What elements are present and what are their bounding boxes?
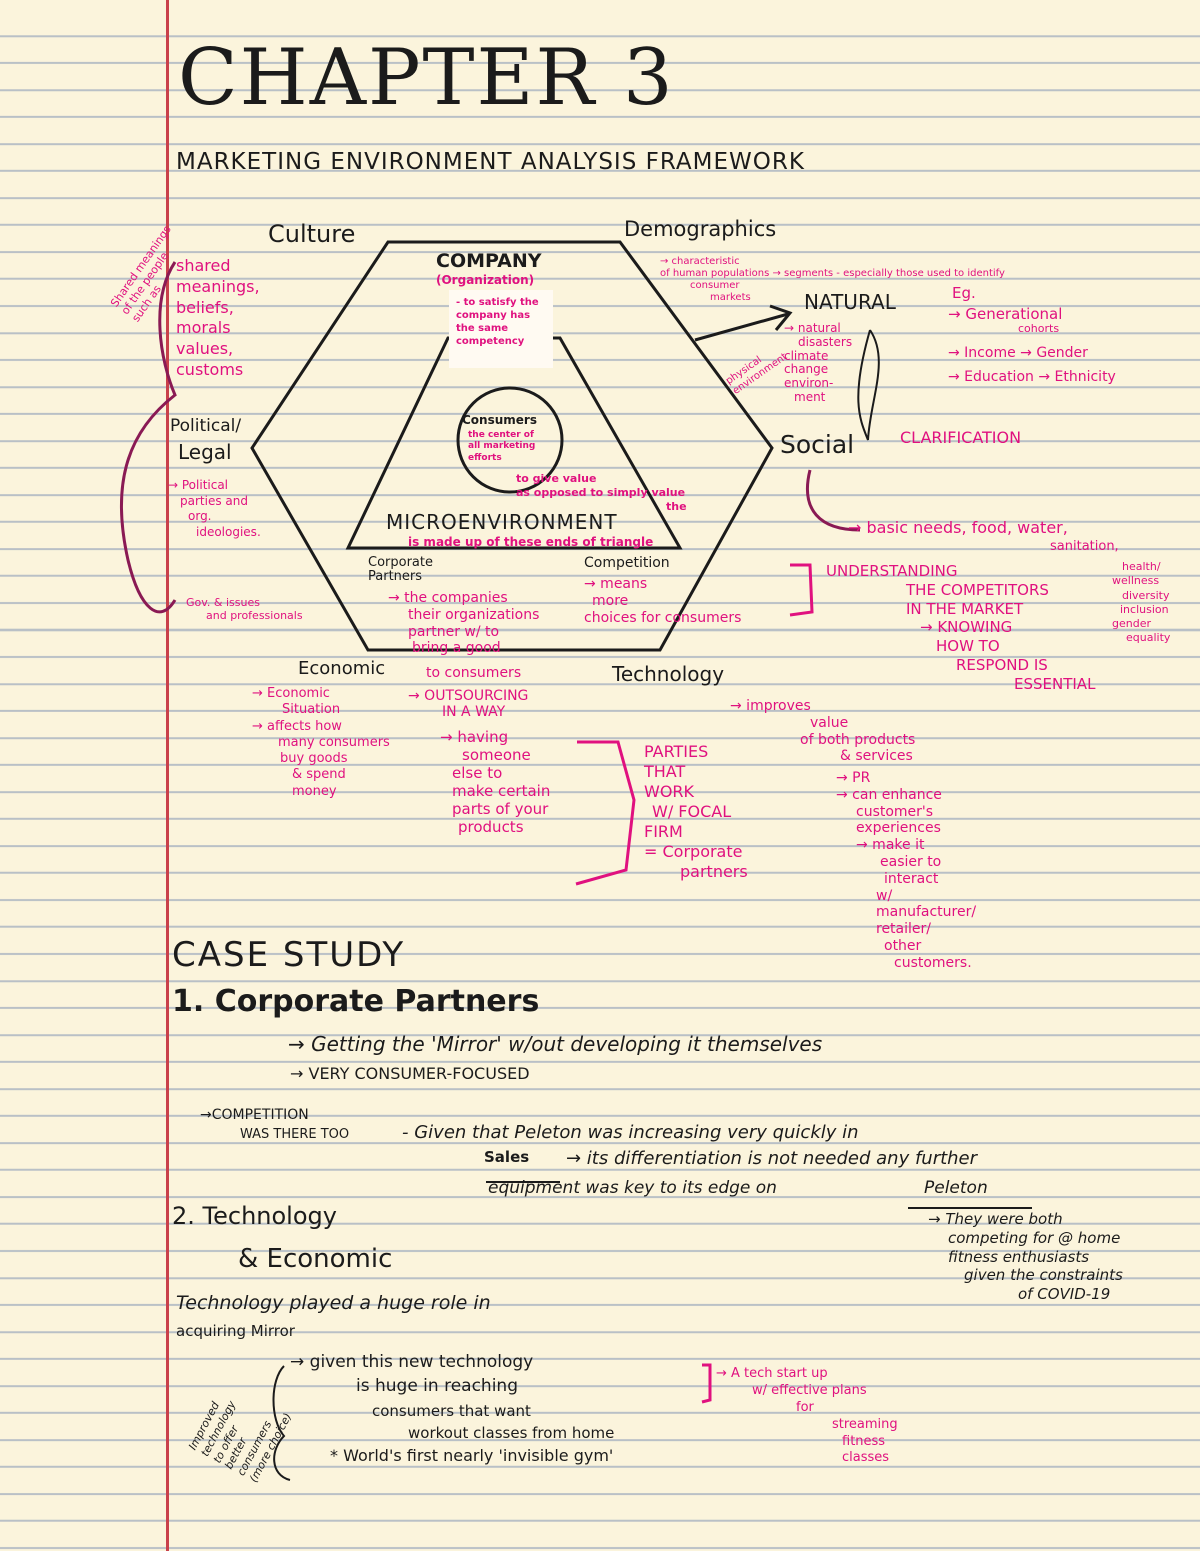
label-competition: Competition xyxy=(584,555,670,571)
case-item2-given-tech: → given this new technology xyxy=(290,1352,534,1372)
company-sticky-note xyxy=(449,290,553,368)
case-item1-line2: → VERY CONSUMER-FOCUSED xyxy=(290,1064,530,1083)
case-item2-played: Technology played a huge role in xyxy=(176,1292,491,1314)
label-demographics: Demographics xyxy=(624,217,777,241)
label-political: Political/ xyxy=(170,416,242,436)
case-item2-acquiring: acquiring Mirror xyxy=(176,1322,295,1340)
demographics-income-gender: → Income → Gender xyxy=(948,345,1088,361)
page-title: CHAPTER 3 xyxy=(178,33,675,123)
case-study-heading: CASE STUDY xyxy=(172,935,406,975)
case-item2-consumers-that: consumers that want xyxy=(372,1402,531,1420)
label-social: Social xyxy=(780,430,855,459)
case-item1-sales: Sales xyxy=(484,1148,530,1166)
label-legal: Legal xyxy=(178,440,232,464)
label-company: COMPANY xyxy=(436,250,542,272)
case-item1-given: - Given that Peleton was increasing very… xyxy=(402,1122,859,1143)
demographics-eg: Eg. xyxy=(952,284,976,302)
case-item2-label: 2. Technology xyxy=(172,1202,337,1230)
case-item1-line1: → Getting the 'Mirror' w/out developing … xyxy=(288,1032,823,1056)
demographics-education-ethnicity: → Education → Ethnicity xyxy=(948,369,1116,385)
label-technology: Technology xyxy=(612,662,725,686)
case-item1-competition: →COMPETITION xyxy=(200,1107,309,1123)
case-item2-economic: & Economic xyxy=(238,1244,393,1274)
micro-note: is made up of these ends of triangle xyxy=(408,535,654,549)
label-consumers: Consumers xyxy=(462,413,537,427)
to-consumers-note: to consumers xyxy=(426,665,522,681)
social-clarification: CLARIFICATION xyxy=(900,428,1022,447)
case-item2-workout: workout classes from home xyxy=(408,1424,615,1442)
social-sanitation: sanitation, xyxy=(1050,539,1119,554)
page-subtitle: MARKETING ENVIRONMENT ANALYSIS FRAMEWORK xyxy=(176,149,805,175)
label-microenvironment: MICROENVIRONMENT xyxy=(386,510,618,534)
case-item1-was-there: WAS THERE TOO xyxy=(240,1127,350,1142)
case-item2-is-huge: is huge in reaching xyxy=(356,1376,518,1396)
case-item1-peleton: Peleton xyxy=(924,1178,988,1198)
social-needs: → basic needs, food, water, xyxy=(848,518,1068,537)
case-item1-label: 1. Corporate Partners xyxy=(172,984,540,1019)
label-natural: NATURAL xyxy=(804,290,896,314)
label-economic: Economic xyxy=(298,658,386,679)
label-corporate-partners: Corporate Partners xyxy=(368,555,433,585)
label-organization: (Organization) xyxy=(436,273,535,287)
case-item1-diff: → its differentiation is not needed any … xyxy=(566,1148,978,1169)
notebook-margin-line xyxy=(166,0,169,1551)
case-item2-worlds-first: * World's first nearly 'invisible gym' xyxy=(330,1446,614,1465)
case-item1-equipment: equipment was key to its edge on xyxy=(488,1178,777,1198)
label-culture: Culture xyxy=(268,220,356,248)
